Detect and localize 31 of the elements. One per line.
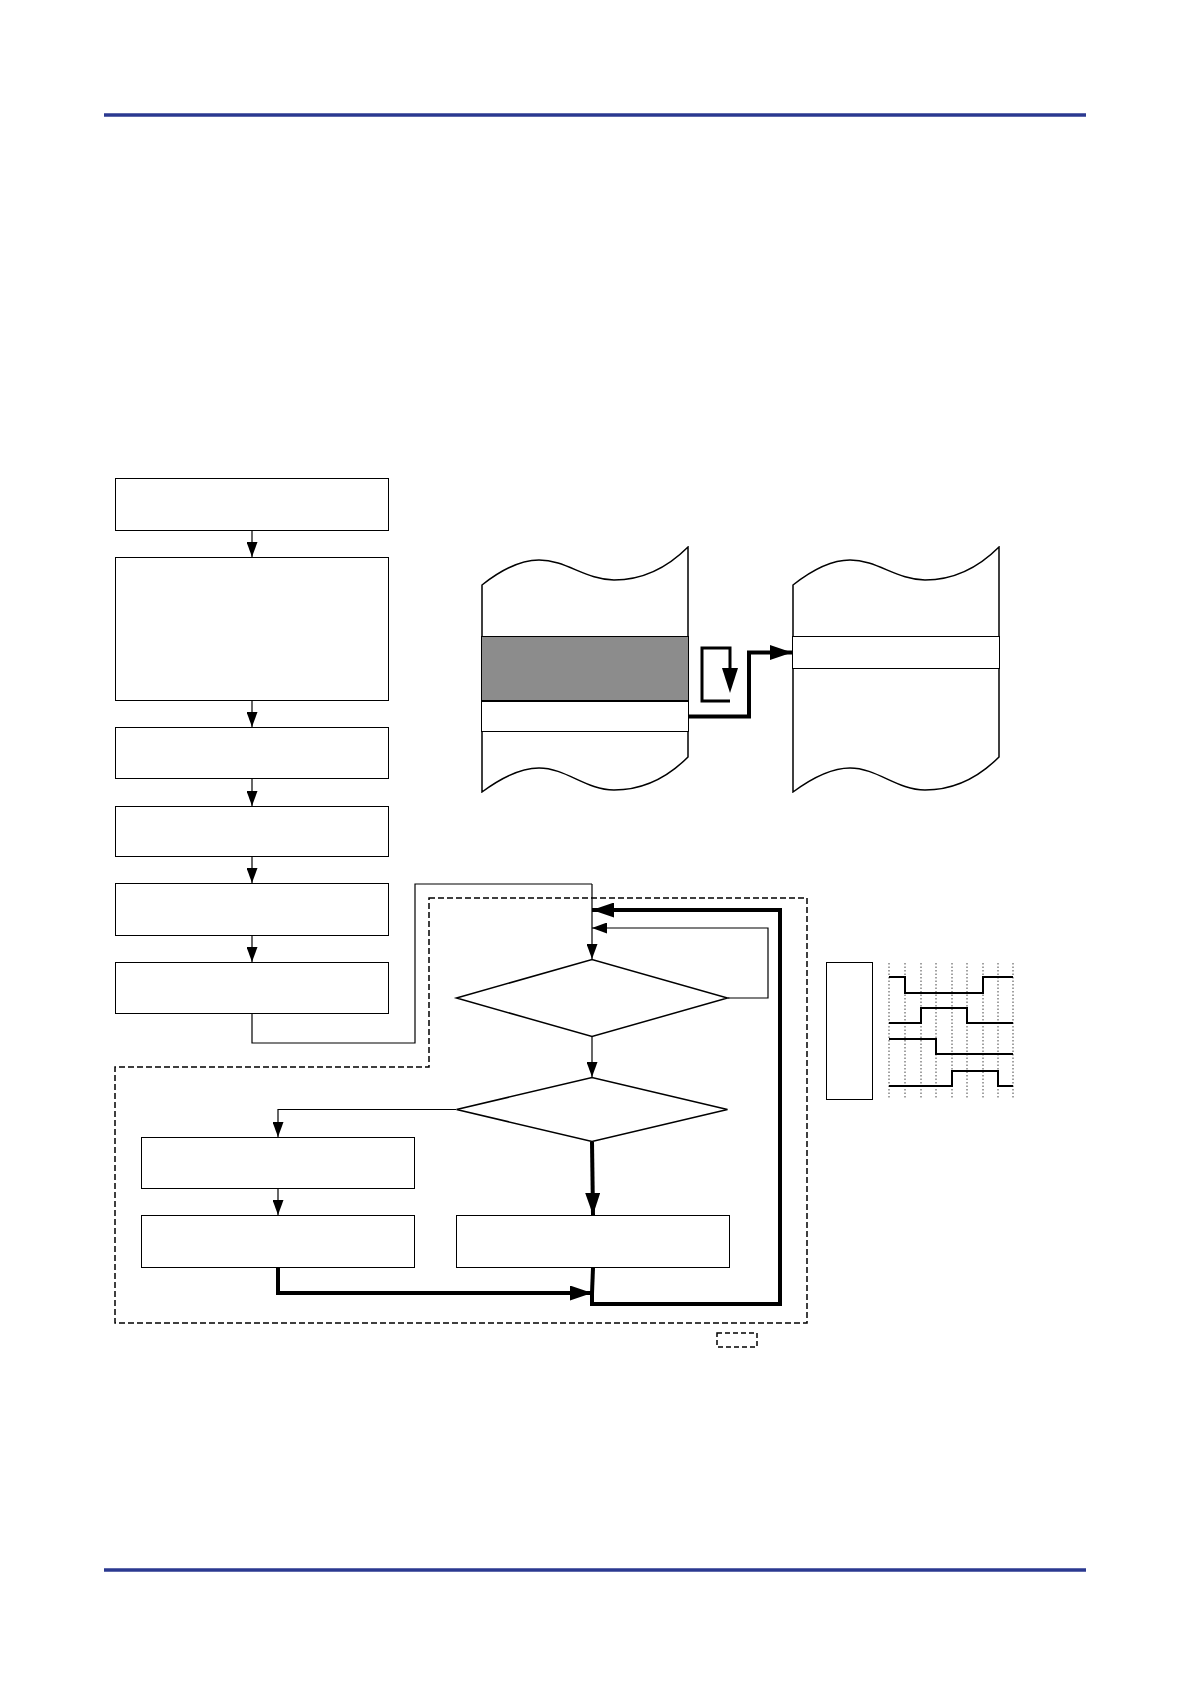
memory-band xyxy=(792,636,1000,669)
arrow xyxy=(246,530,258,558)
arrow xyxy=(276,1268,592,1301)
arrow xyxy=(246,778,258,807)
arrow xyxy=(591,922,769,999)
connector-line xyxy=(251,883,593,1044)
arrow xyxy=(586,1036,598,1078)
arrow xyxy=(689,645,792,719)
decision-diamond xyxy=(456,959,728,1037)
decision-diamond xyxy=(456,1077,728,1142)
process-box xyxy=(115,727,389,779)
signal-label-box xyxy=(826,962,873,1100)
arrow xyxy=(590,902,782,1306)
process-box xyxy=(456,1215,730,1268)
arrow xyxy=(586,883,598,960)
process-box xyxy=(115,478,389,531)
process-box xyxy=(141,1215,415,1268)
arrow xyxy=(246,935,258,963)
arrow xyxy=(272,1188,284,1216)
arrow xyxy=(246,700,258,728)
process-box xyxy=(115,883,389,936)
process-box xyxy=(115,806,389,857)
memory-band xyxy=(481,701,689,732)
arrow xyxy=(272,1108,457,1138)
process-box xyxy=(115,962,389,1014)
shaded-memory-band xyxy=(481,636,689,701)
process-box xyxy=(115,557,389,701)
process-box xyxy=(141,1137,415,1189)
arrow xyxy=(246,856,258,884)
connector-line xyxy=(590,1267,595,1294)
arrow xyxy=(585,1141,601,1216)
